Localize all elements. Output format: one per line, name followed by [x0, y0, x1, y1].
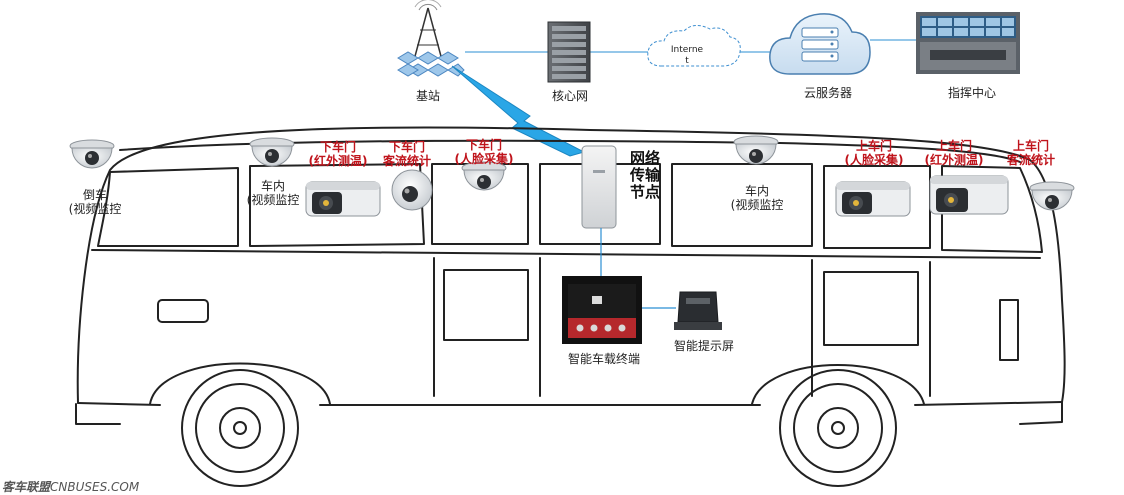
- camera-label-interior-left-line2: (视频监控: [246, 193, 300, 207]
- bullet-camera-icon-alight-ir: [305, 181, 381, 217]
- bullet-camera-icon-board-ir: [929, 175, 1009, 215]
- cloud-server-icon: [769, 13, 871, 75]
- camera-label-board-ir-line2: (红外测温): [924, 153, 984, 167]
- command-center-label: 指挥中心: [947, 86, 996, 100]
- dome-camera-icon-alight-face: [461, 161, 507, 191]
- display-icon: [674, 291, 722, 330]
- watermark: 客车联盟CNBUSES.COM: [2, 478, 139, 495]
- dome-camera-icon-alight-count: [391, 169, 433, 211]
- camera-label-alight-face-line2: (人脸采集): [454, 152, 514, 166]
- camera-label-alight-count-line2: 客流统计: [382, 154, 431, 168]
- base-station-label: 基站: [415, 89, 440, 103]
- command-center-icon: [916, 12, 1020, 74]
- camera-label-alight-face-line1: 下车门: [465, 138, 502, 152]
- bus-outline: [75, 126, 1066, 425]
- camera-label-interior-right-line1: 车内: [744, 184, 769, 198]
- wireless-link-icon: [451, 65, 586, 157]
- wheel-right: [779, 369, 897, 487]
- camera-label-alight-ir-line1: 下车门: [319, 140, 356, 154]
- terminal-label: 智能车载终端: [567, 352, 640, 366]
- bullet-camera-icon-board-face: [835, 181, 911, 217]
- camera-label-interior-left: 车内 (视频监控: [236, 179, 310, 207]
- camera-label-reverse: 倒车 (视频监控: [58, 188, 132, 216]
- camera-label-board-count-line2: 客流统计: [1006, 153, 1055, 167]
- network-node-label: 网络 传输 节点: [630, 150, 670, 201]
- internet-cloud-icon: [647, 25, 741, 67]
- network-node-label-line3: 节点: [630, 183, 661, 201]
- base-station-icon: [397, 0, 465, 77]
- cloud-server-label: 云服务器: [803, 86, 852, 100]
- network-node-icon: [581, 145, 617, 278]
- watermark-cn: 客车联盟: [2, 480, 51, 494]
- camera-label-board-count-line1: 上车门: [1012, 139, 1049, 153]
- camera-label-reverse-line2: (视频监控: [68, 202, 122, 216]
- camera-label-reverse-line1: 倒车: [82, 188, 107, 202]
- dome-camera-icon-board-count: [1029, 181, 1075, 211]
- internet-label: Interne t: [658, 45, 716, 67]
- internet-label-line2: t: [685, 56, 689, 66]
- camera-label-board-face-line1: 上车门: [855, 139, 892, 153]
- internet-label-line1: Interne: [670, 45, 704, 55]
- dome-camera-icon-reverse: [69, 139, 115, 169]
- camera-label-board-ir-line1: 上车门: [935, 139, 972, 153]
- dome-camera-icon-interior-right: [733, 135, 779, 165]
- camera-label-interior-right: 车内 (视频监控: [720, 184, 794, 212]
- dome-camera-icon-interior-left: [249, 137, 295, 167]
- network-node-label-line1: 网络: [630, 149, 661, 167]
- camera-label-alight-count: 下车门 客流统计: [376, 140, 438, 168]
- camera-label-alight-ir-line2: (红外测温): [308, 154, 368, 168]
- camera-label-interior-right-line2: (视频监控: [730, 198, 784, 212]
- wheel-left: [181, 369, 299, 487]
- camera-label-alight-count-line1: 下车门: [388, 140, 425, 154]
- camera-label-board-face-line2: (人脸采集): [844, 153, 904, 167]
- core-network-label: 核心网: [551, 89, 588, 103]
- network-links: [465, 39, 916, 53]
- camera-label-alight-ir: 下车门 (红外测温): [300, 140, 376, 168]
- display-label: 智能提示屏: [673, 339, 734, 353]
- terminal-icon: [562, 276, 676, 344]
- camera-label-alight-face: 下车门 (人脸采集): [446, 138, 522, 166]
- core-network-icon: [547, 21, 591, 83]
- camera-label-interior-left-line1: 车内: [260, 179, 285, 193]
- network-node-label-line2: 传输: [630, 166, 661, 184]
- camera-label-board-ir: 上车门 (红外测温): [916, 139, 992, 167]
- watermark-en: CNBUSES.COM: [50, 480, 140, 494]
- camera-label-board-count: 上车门 客流统计: [998, 139, 1064, 167]
- camera-label-board-face: 上车门 (人脸采集): [836, 139, 912, 167]
